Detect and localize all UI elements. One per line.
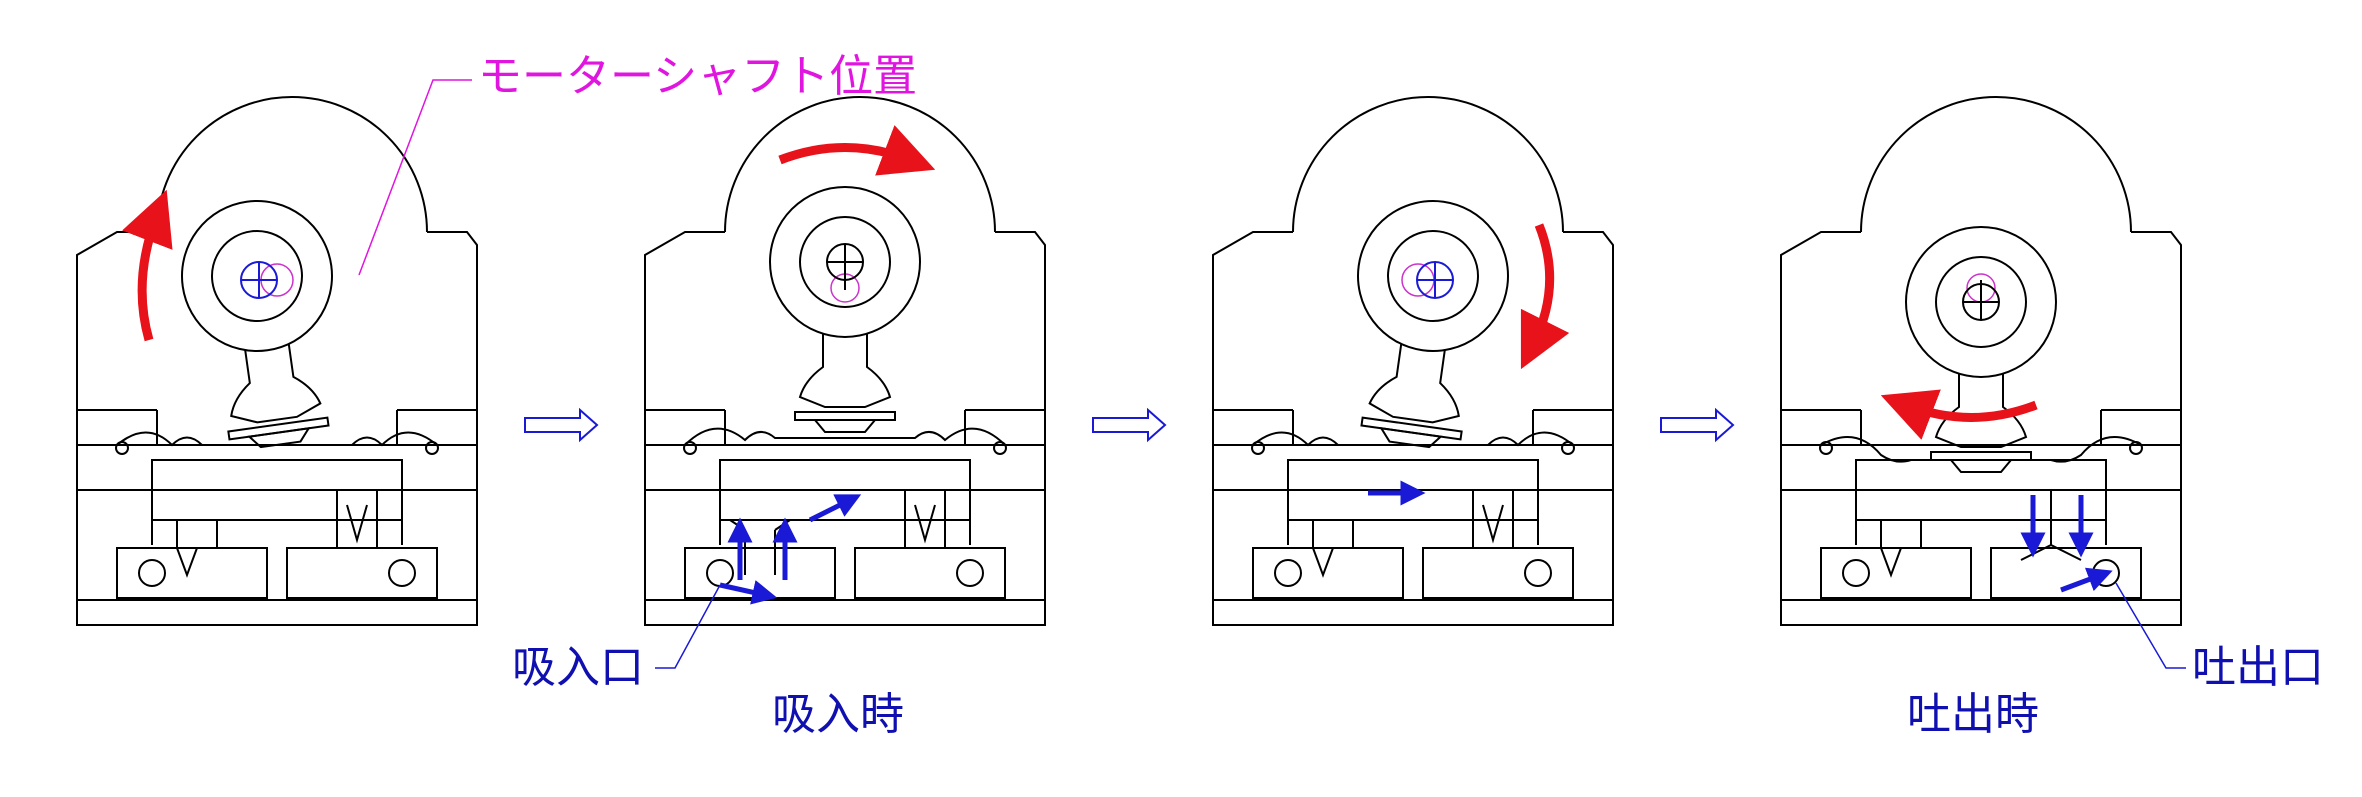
discharge-port-label: 吐出口 bbox=[2192, 642, 2324, 693]
motor-shaft-position-label: モーターシャフト位置 bbox=[478, 51, 918, 102]
step-arrow-3 bbox=[1660, 407, 1735, 443]
flow-arrow bbox=[2060, 567, 2113, 593]
diaphragm bbox=[1252, 431, 1574, 447]
rotation-arrow bbox=[1880, 389, 2038, 440]
diaphragm bbox=[1820, 436, 2142, 463]
diaphragm bbox=[684, 427, 1006, 446]
panel-transition bbox=[1212, 96, 1614, 626]
rotation-arrow bbox=[122, 189, 173, 342]
suction-port-label: 吸入口 bbox=[512, 642, 644, 693]
flow-arrow bbox=[808, 494, 862, 523]
leader-line bbox=[655, 584, 721, 669]
leader-line bbox=[2115, 582, 2186, 669]
diaphragm bbox=[116, 431, 438, 447]
flow-arrow bbox=[719, 580, 778, 605]
step-arrow-1 bbox=[524, 407, 599, 443]
leader-line bbox=[358, 79, 472, 276]
during-discharge-label: 吐出時 bbox=[1907, 689, 2039, 740]
rotation-arrow bbox=[1520, 223, 1570, 370]
panel-suction bbox=[644, 96, 1046, 669]
rotation-arrow bbox=[778, 125, 936, 176]
panel-discharge bbox=[1780, 96, 2186, 669]
panel-initial bbox=[76, 79, 478, 626]
step-arrow-2 bbox=[1092, 407, 1167, 443]
during-suction-label: 吸入時 bbox=[772, 689, 904, 740]
